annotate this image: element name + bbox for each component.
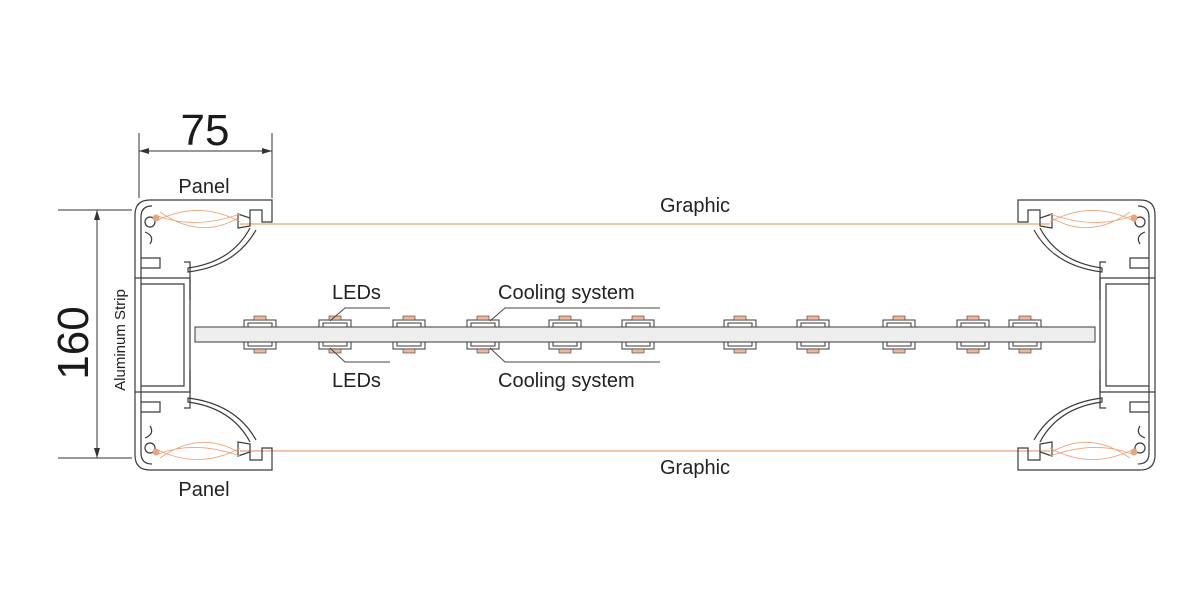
height-dimension-value: 160 [49,306,98,379]
height-dimension: 160 [49,209,132,459]
left-frame-profile [134,199,273,471]
cooling-system-label-bottom: Cooling system [498,370,635,392]
led-chip [476,315,490,321]
led-module [723,315,757,327]
led-module [621,342,655,354]
width-dimension: 75 [138,106,273,198]
led-chip [558,315,572,321]
led-mounting-bar [194,326,1096,343]
led-module [1008,315,1042,327]
led-chip [806,315,820,321]
led-chip [631,315,645,321]
panel-label-bottom: Panel [178,479,229,501]
led-module [882,342,916,354]
led-module [548,315,582,327]
led-chip [402,348,416,354]
led-chip [253,315,267,321]
led-chip [892,315,906,321]
led-module [956,342,990,354]
graphic-label-top: Graphic [660,195,730,217]
aluminum-strip-label: Aluminum Strip [112,289,129,391]
led-chip [892,348,906,354]
led-module [796,342,830,354]
leds-label-bottom: LEDs [332,370,381,392]
led-chip [476,348,490,354]
led-module [548,342,582,354]
led-chip [402,315,416,321]
led-module [466,342,500,354]
led-module [796,315,830,327]
led-module [882,315,916,327]
led-chip [733,315,747,321]
cooling-system-label-top: Cooling system [498,282,635,304]
graphic-label-bottom: Graphic [660,457,730,479]
led-chip [328,315,342,321]
led-module [723,342,757,354]
led-chip [253,348,267,354]
led-modules [243,315,1042,354]
led-chip [733,348,747,354]
led-chip [631,348,645,354]
led-module [318,315,352,327]
leader-lines [329,307,660,363]
led-module [466,315,500,327]
width-dimension-value: 75 [181,106,230,155]
led-chip [806,348,820,354]
led-module [1008,342,1042,354]
led-chip [1018,315,1032,321]
panel-label-top: Panel [178,176,229,198]
leds-label-top: LEDs [332,282,381,304]
led-module [318,342,352,354]
led-chip [966,348,980,354]
right-frame-profile [1017,199,1156,471]
led-chip [1018,348,1032,354]
led-module [243,315,277,327]
led-module [392,315,426,327]
led-module [956,315,990,327]
led-module [243,342,277,354]
left-corner-fabric-detail [152,210,241,460]
led-module [392,342,426,354]
led-chip [558,348,572,354]
led-chip [966,315,980,321]
led-module [621,315,655,327]
